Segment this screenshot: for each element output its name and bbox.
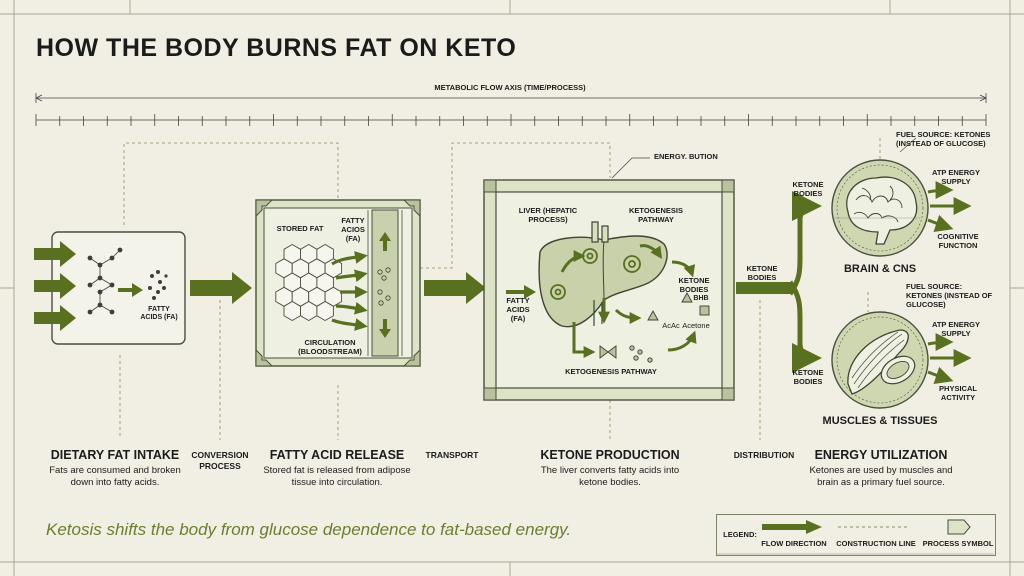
release-panel: [255, 199, 421, 367]
liver-label: LIVER (HEPATIC PROCESS): [518, 206, 578, 224]
stored-fat-label: STORED FAT: [276, 224, 324, 233]
fat-cell: [300, 300, 318, 322]
stage-4-desc: Ketones are used by muscles and brain as…: [809, 465, 953, 488]
ketone-bodies-top: KETONE BODIES: [792, 180, 824, 198]
stage-4-title: ENERGY UTILIZATION: [814, 448, 948, 462]
axis-ticks: [35, 114, 987, 126]
footer-summary: Ketosis shifts the body from glucose dep…: [46, 520, 572, 539]
stage-3-title: KETONE PRODUCTION: [540, 448, 680, 462]
ketogenesis-pathway-bottom: KETOGENESIS PATHWAY: [565, 367, 657, 376]
ketogenesis-pathway-top: KETOGENESIS PATHWAY: [628, 206, 684, 224]
distribution-arrows: [736, 191, 822, 373]
legend-graphics: [716, 519, 994, 555]
energy-bution-callout: ENERGY. BUTION: [654, 152, 718, 161]
ketone-bodies-mid: KETONE BODIES: [746, 264, 778, 282]
stage-2-desc: Stored fat is released from adipose tiss…: [263, 465, 411, 488]
physical-activity-label: PHYSICAL ACTIVITY: [939, 384, 977, 402]
brain-label: BRAIN & CNS: [843, 263, 917, 275]
stage-2-title: FATTY ACID RELEASE: [269, 448, 405, 462]
stage-1-title: DIETARY FAT INTAKE: [50, 448, 180, 462]
muscle-label: MUSCLES & TISSUES: [822, 415, 938, 427]
brain-circle: [831, 137, 972, 257]
conversion-arrow: [190, 272, 252, 304]
legend-title: LEGEND:: [723, 530, 757, 539]
cognitive-function-label: COGNITIVE FUNCTION: [937, 232, 979, 250]
acac-label: AcAc: [662, 321, 680, 330]
ketone-bodies-bottom: KETONE BODIES: [792, 368, 824, 386]
distribution-label: DISTRIBUTION: [733, 450, 795, 460]
muscle-atp-label: ATP ENERGY SUPPLY: [931, 320, 981, 338]
fat-cell: [283, 300, 301, 322]
ketone-bodies-label: KETONE BODIES: [678, 276, 710, 294]
construction-lines: [119, 138, 881, 440]
page-title: HOW THE BODY BURNS FAT ON KETO: [36, 34, 517, 62]
fatty-acids-label: FATTY ACIDS (FA): [140, 306, 178, 321]
intake-panel: [34, 231, 186, 345]
muscle-fuel-source: FUEL SOURCE: KETONES (INSTEAD OF GLUCOSE…: [906, 282, 993, 309]
acetone-label: Acetone: [682, 321, 710, 330]
legend-flow-direction: FLOW DIRECTION: [761, 539, 827, 548]
production-fatty-acids-label: FATTY ACIDS (FA): [506, 296, 530, 323]
stage-3-desc: The liver converts fatty acids into keto…: [540, 465, 680, 488]
brain-atp-label: ATP ENERGY SUPPLY: [931, 168, 981, 186]
stage-1-desc: Fats are consumed and broken down into f…: [49, 465, 181, 488]
legend-construction-line: CONSTRUCTION LINE: [836, 539, 916, 548]
legend: [716, 514, 996, 556]
conversion-process-label: CONVERSION PROCESS: [191, 450, 249, 471]
production-panel: [483, 157, 735, 401]
legend-process-symbol: PROCESS SYMBOL: [922, 539, 994, 548]
muscle-circle: [831, 311, 972, 409]
fat-cell: [316, 300, 334, 322]
transport-arrow: [424, 272, 486, 304]
bhb-label: BHB: [693, 295, 709, 302]
axis-label: METABOLIC FLOW AXIS (TIME/PROCESS): [434, 83, 586, 92]
brain-fuel-source: FUEL SOURCE: KETONES (INSTEAD OF GLUCOSE…: [896, 130, 991, 148]
circulation-label: CIRCULATION (BLOODSTREAM): [298, 338, 362, 356]
release-fatty-acids-label: FATTY ACIOS (FA): [341, 216, 365, 243]
transport-label: TRANSPORT: [425, 450, 479, 460]
